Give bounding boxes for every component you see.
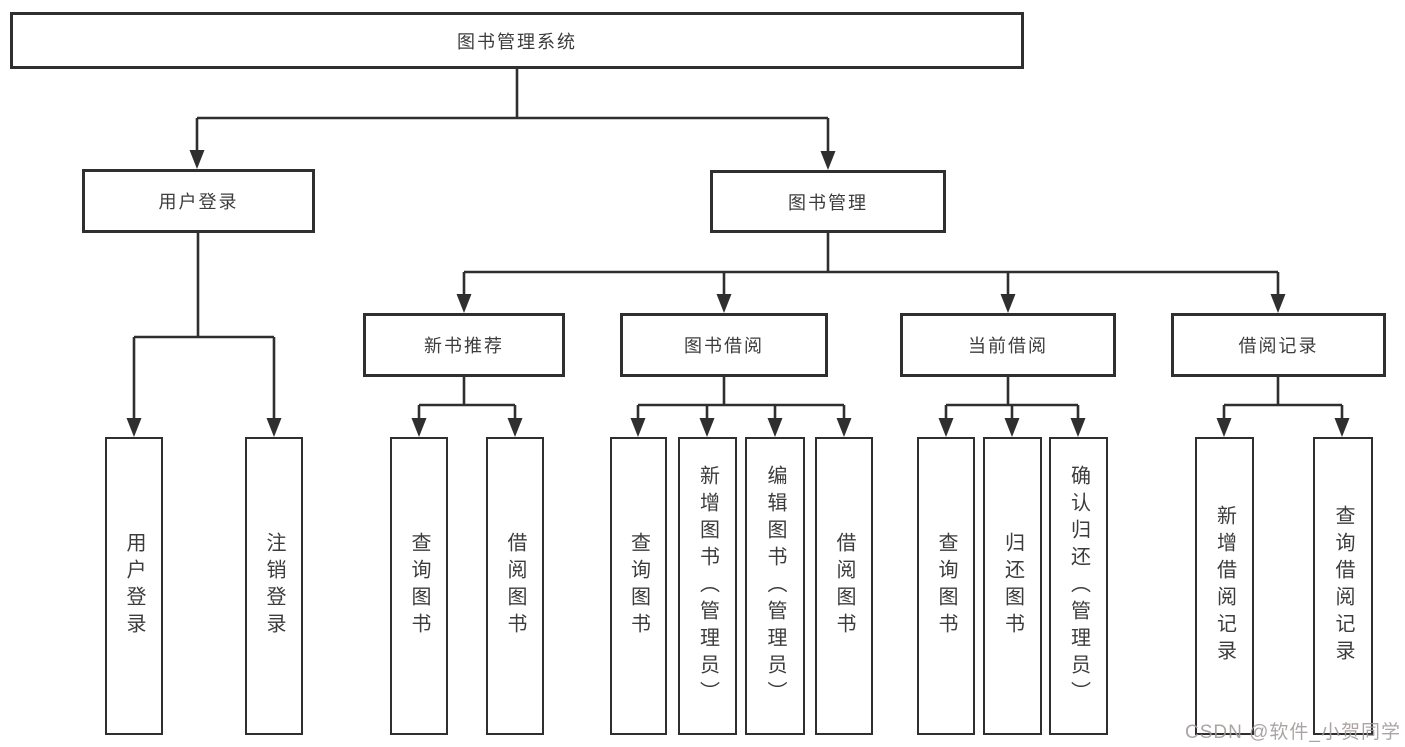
node-new-book-recommend: 新书推荐 (363, 313, 565, 377)
node-book-management: 图书管理 (710, 170, 946, 233)
leaf-current-query-books: 查询图书 (917, 437, 975, 735)
leaf-records-query-record: 查询借阅记录 (1313, 437, 1373, 735)
leaf-current-return-books: 归还图书 (983, 437, 1042, 735)
leaf-newbook-query-books: 查询图书 (390, 437, 448, 735)
node-book-borrow: 图书借阅 (620, 313, 828, 377)
watermark: CSDN @软件_小贺同学 (1185, 722, 1401, 743)
leaf-borrow-edit-books-admin: 编辑图书（管理员） (745, 437, 805, 735)
node-library-management-system: 图书管理系统 (10, 12, 1024, 69)
leaf-logout: 注销登录 (245, 437, 303, 735)
leaf-records-add-record: 新增借阅记录 (1195, 437, 1254, 735)
node-current-borrow: 当前借阅 (900, 313, 1116, 377)
node-user-login: 用户登录 (82, 169, 315, 233)
leaf-borrow-query-books: 查询图书 (610, 437, 667, 735)
node-borrow-records: 借阅记录 (1171, 313, 1386, 377)
leaf-current-confirm-return-admin: 确认归还（管理员） (1049, 437, 1108, 735)
leaf-borrow-add-books-admin: 新增图书（管理员） (678, 437, 737, 735)
leaf-borrow-borrow-books: 借阅图书 (815, 437, 873, 735)
leaf-newbook-borrow-books: 借阅图书 (486, 437, 544, 735)
leaf-user-login: 用户登录 (105, 437, 163, 735)
